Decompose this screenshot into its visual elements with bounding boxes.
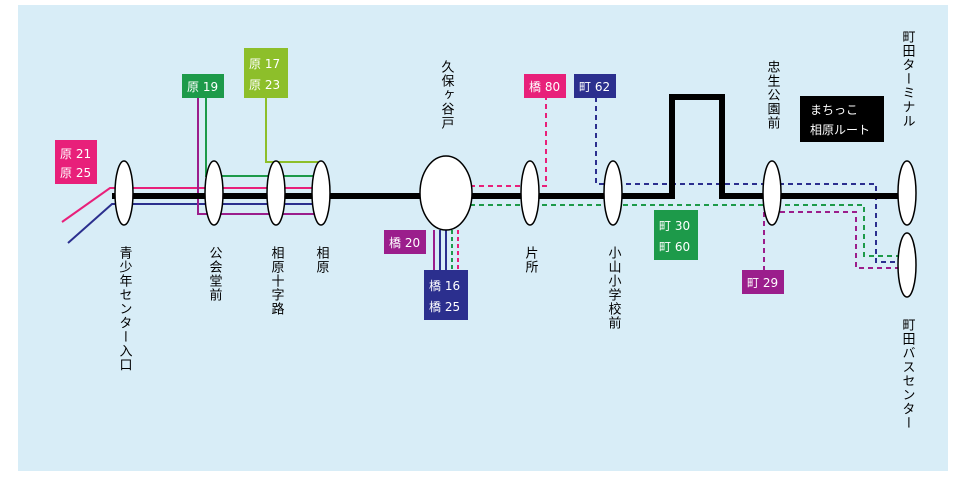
stop-machida-bus-center[interactable] — [897, 232, 917, 298]
stop-machida-terminal[interactable] — [897, 160, 917, 226]
route-label-machi29 — [742, 270, 784, 294]
route-label-text: 橋 16 — [429, 279, 460, 293]
route-line-hashi80 — [470, 97, 547, 187]
route-line-machi62 — [595, 97, 908, 263]
route-label-text: 原 19 — [187, 80, 218, 94]
stop-chuseikoen[interactable] — [762, 160, 782, 226]
stop-name-kokaidomae: 公会堂前 — [207, 246, 223, 302]
route-label-hashi16-25 — [424, 270, 468, 320]
route-label-text: 橋 20 — [389, 236, 420, 250]
stop-name-oyamashogakko: 小山小学校前 — [606, 246, 622, 330]
special-route-label — [800, 96, 884, 142]
special-route-text: まちっこ — [810, 103, 858, 117]
route-label-text: 原 23 — [249, 78, 280, 92]
stop-name-aihara: 相原 — [314, 246, 330, 274]
route-label-machi62 — [574, 74, 616, 98]
stop-name-katasho: 片所 — [523, 246, 539, 274]
route-label-machi30-60 — [654, 210, 698, 260]
route-label-text: 町 30 — [659, 219, 690, 233]
route-label-hashi20 — [384, 230, 426, 254]
route-label-text: 橋 25 — [429, 300, 460, 314]
stop-aihara[interactable] — [311, 160, 331, 226]
stop-seishonen[interactable] — [114, 160, 134, 226]
stop-name-machida-terminal: 町田ターミナル — [900, 30, 916, 128]
route-label-boxes: 原 21 原 25 原 19 原 17 原 23 橋 80 町 62 橋 20 … — [55, 48, 884, 320]
route-label-hara17-23 — [244, 48, 288, 98]
route-label-text: 橋 80 — [529, 80, 560, 94]
route-lines — [61, 97, 908, 290]
route-label-text: 原 21 — [60, 147, 91, 161]
route-label-text: 町 60 — [659, 240, 690, 254]
stop-kubogayato[interactable] — [419, 155, 473, 231]
route-line-hara17-23 — [265, 98, 318, 163]
stop-name-chuseikoen: 忠生公園前 — [765, 60, 781, 130]
stops — [114, 155, 917, 298]
route-label-text: 原 17 — [249, 57, 280, 71]
stop-name-seishonen: 青少年センター入口 — [117, 246, 133, 372]
stop-oyamashogakko[interactable] — [603, 160, 623, 226]
stop-name-aiharajujiro: 相原十字路 — [269, 246, 285, 316]
route-line-machi29-b — [780, 211, 908, 269]
map-background — [18, 5, 948, 471]
route-label-text: 原 25 — [60, 166, 91, 180]
stop-aiharajujiro[interactable] — [266, 160, 286, 226]
stop-katasho[interactable] — [520, 160, 540, 226]
special-route-text: 相原ルート — [810, 123, 870, 137]
stop-names: 青少年センター入口 公会堂前 相原十字路 相原 久保ヶ谷戸 片所 小山小学校前 … — [117, 30, 916, 430]
main-line — [112, 94, 910, 199]
route-label-hara19 — [182, 74, 224, 98]
route-label-hashi80 — [524, 74, 566, 98]
stop-name-kubogayato: 久保ヶ谷戸 — [439, 60, 455, 130]
stop-name-machida-bus-center: 町田バスセンター — [900, 318, 916, 430]
route-label-text: 町 29 — [747, 276, 778, 290]
route-label-hara21-25 — [55, 140, 97, 184]
route-label-text: 町 62 — [579, 80, 610, 94]
route-line-navy-left — [67, 203, 320, 244]
stop-kokaidomae[interactable] — [204, 160, 224, 226]
